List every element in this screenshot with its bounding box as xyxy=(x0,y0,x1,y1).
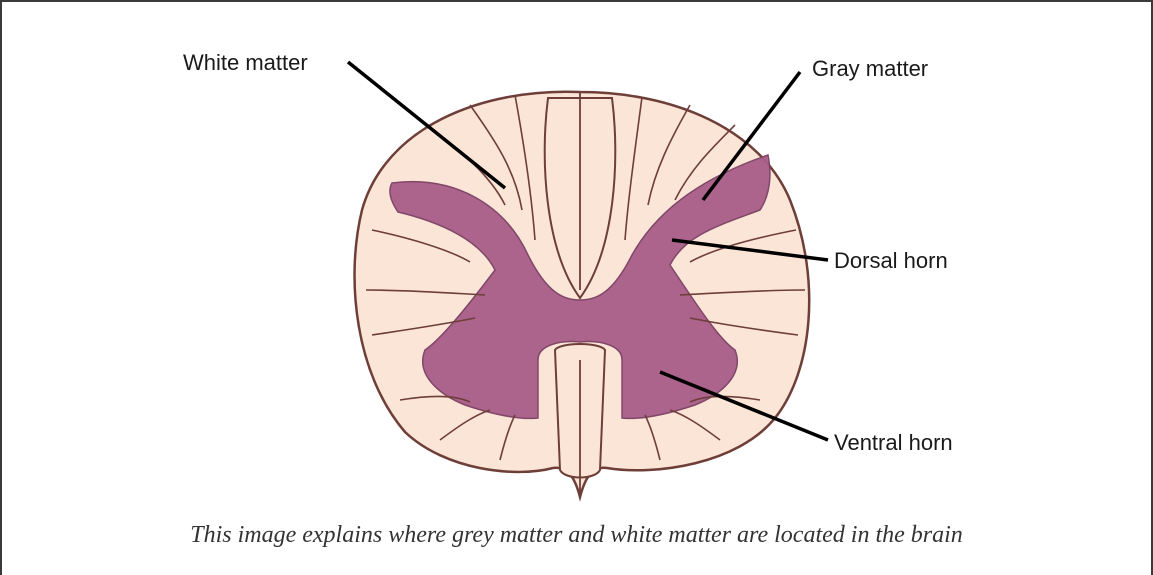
figure-caption: This image explains where grey matter an… xyxy=(0,522,1153,549)
gray-matter-label: Gray matter xyxy=(812,56,928,82)
white-matter-label: White matter xyxy=(183,50,308,76)
dorsal-horn-label: Dorsal horn xyxy=(834,248,948,274)
ventral-horn-label: Ventral horn xyxy=(834,430,953,456)
spinal-cord-cross-section-diagram xyxy=(0,0,1153,520)
